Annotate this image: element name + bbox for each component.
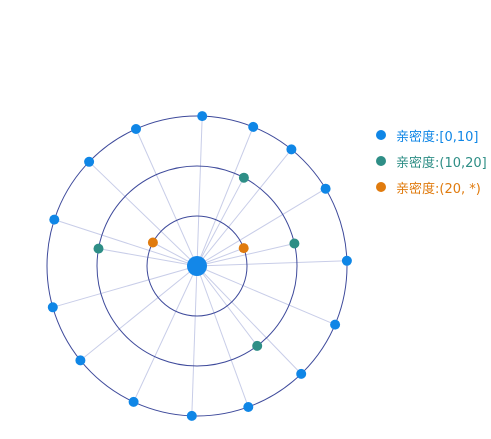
spoke-line — [191, 265, 198, 416]
data-point[interactable] — [93, 243, 104, 254]
legend-label: 亲密度:(20, *) — [396, 181, 481, 197]
spoke-line — [196, 149, 292, 267]
data-point[interactable] — [289, 238, 300, 249]
data-point[interactable] — [128, 396, 139, 407]
legend-label: 亲密度:(10,20] — [396, 155, 487, 171]
data-point[interactable] — [238, 172, 249, 183]
data-point[interactable] — [186, 410, 197, 421]
legend-item[interactable]: 亲密度:[0,10] — [376, 122, 487, 148]
data-point[interactable] — [296, 368, 307, 379]
legend-label: 亲密度:[0,10] — [396, 129, 479, 145]
spoke-line — [135, 128, 198, 267]
legend-item[interactable]: 亲密度:(20, *) — [376, 174, 487, 200]
center-node[interactable] — [187, 256, 207, 276]
ring-circle — [96, 165, 298, 367]
data-point[interactable] — [330, 319, 341, 330]
spoke-line — [196, 265, 302, 375]
spoke-line — [196, 126, 254, 267]
data-point[interactable] — [49, 214, 60, 225]
spoke-line — [88, 161, 198, 267]
spoke-line — [54, 219, 198, 267]
legend: 亲密度:[0,10] 亲密度:(10,20] 亲密度:(20, *) — [376, 122, 487, 200]
data-point[interactable] — [341, 255, 352, 266]
data-point[interactable] — [320, 183, 331, 194]
data-point[interactable] — [243, 402, 254, 412]
data-point[interactable] — [197, 111, 208, 122]
data-point[interactable] — [252, 340, 263, 351]
spoke-line — [196, 265, 249, 408]
spoke-line — [196, 260, 347, 267]
spoke-line — [196, 188, 326, 267]
data-point[interactable] — [84, 156, 95, 167]
data-point[interactable] — [248, 121, 259, 132]
data-point[interactable] — [147, 237, 158, 248]
data-point[interactable] — [75, 355, 86, 366]
legend-item[interactable]: 亲密度:(10,20] — [376, 148, 487, 174]
spoke-line — [196, 116, 203, 267]
data-point[interactable] — [238, 243, 249, 254]
data-point[interactable] — [131, 124, 141, 134]
spoke-line — [133, 265, 198, 403]
legend-marker-icon — [376, 130, 386, 140]
ring-circle — [146, 215, 248, 317]
spoke-line — [80, 265, 198, 361]
legend-marker-icon — [376, 156, 386, 166]
spoke-line — [196, 265, 336, 326]
spoke-line — [52, 265, 198, 308]
data-point[interactable] — [286, 144, 297, 155]
legend-marker-icon — [376, 182, 386, 192]
data-point[interactable] — [47, 302, 58, 313]
ring-circle — [46, 115, 348, 417]
